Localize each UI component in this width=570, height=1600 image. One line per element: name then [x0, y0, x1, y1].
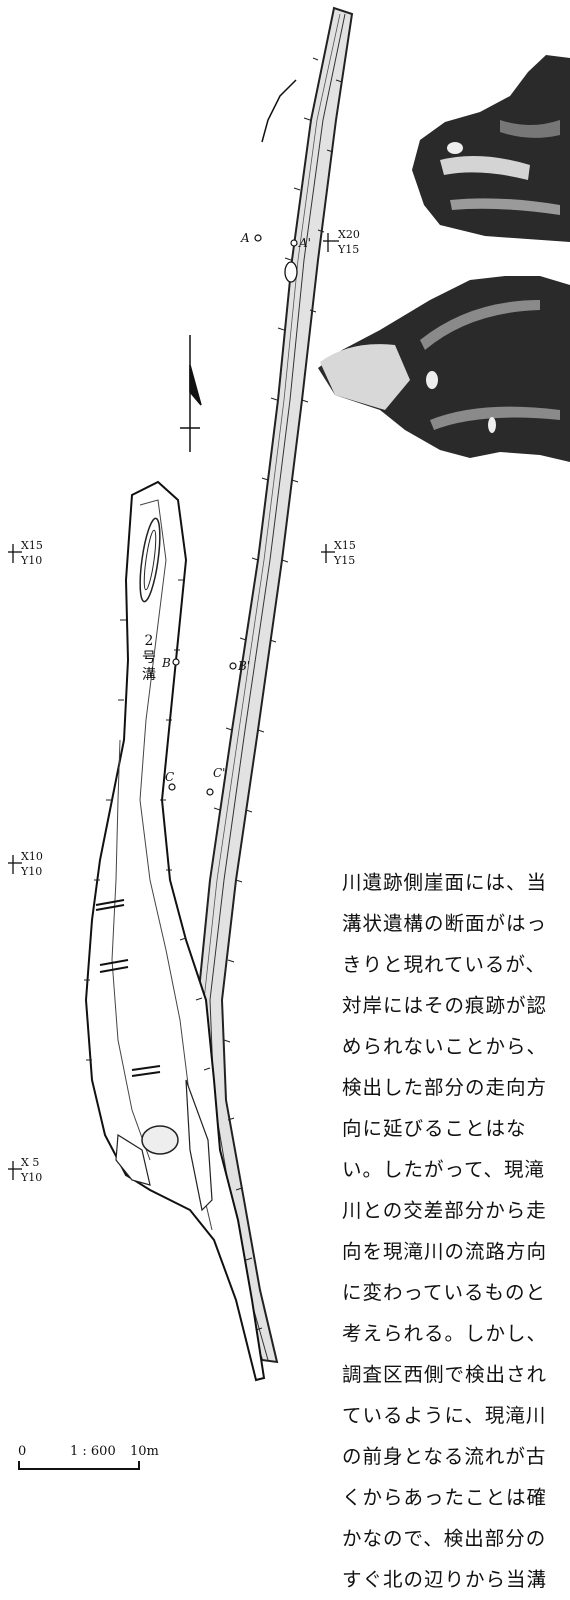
- grid-marker-2-x: X15: [21, 539, 43, 552]
- feature-pit-2: [143, 529, 157, 591]
- excavation-photo-2: [318, 276, 570, 462]
- body-text-line: きりと現れているが、: [342, 953, 547, 976]
- grid-marker-4-x: X10: [21, 850, 43, 863]
- body-text-line: かなので、検出部分の: [342, 1527, 547, 1550]
- feature-pit-3: [141, 1125, 179, 1155]
- grid-marker-5: X 5 Y10: [8, 1156, 42, 1184]
- feature-pit-4: [115, 1133, 151, 1186]
- body-text-line: くからあったことは確: [342, 1486, 548, 1509]
- body-text-line: められないことから、: [342, 1035, 548, 1058]
- grid-marker-3-x: X15: [334, 539, 356, 552]
- section-label-c-prime: C': [213, 766, 225, 780]
- scale-tick-end: [138, 1461, 140, 1470]
- section-label-b-prime: B': [237, 659, 250, 673]
- feature-small-pit: [284, 261, 298, 283]
- body-text-line: 検出した部分の走向方: [342, 1076, 548, 1099]
- ditch-2-inner-line-2: [111, 739, 151, 1161]
- body-text-line: に変わっているものと: [342, 1281, 547, 1304]
- body-text-line: の前身となる流れが古: [342, 1445, 547, 1468]
- section-points: [168, 234, 298, 796]
- ditch-1-inner-line-2: [203, 13, 341, 1001]
- ditch-1-hachures: [213, 57, 343, 1331]
- scale-ratio: 1 : 600: [70, 1444, 116, 1459]
- scale-end: 10m: [130, 1444, 159, 1459]
- body-text-line: 考えられる。しかし、: [342, 1322, 548, 1345]
- grid-marker-1: X20 Y15: [323, 228, 360, 256]
- grid-marker-1-y: Y15: [337, 243, 359, 256]
- grid-marker-3-y: Y15: [333, 554, 355, 567]
- grid-marker-3: X15 Y15: [321, 539, 356, 567]
- body-text-line: 川との交差部分から走: [342, 1199, 547, 1222]
- river-bank-line: [261, 79, 297, 143]
- section-label-a: A: [240, 231, 250, 245]
- grid-marker-2-y: Y10: [20, 554, 42, 567]
- ditch-2-hachures: [84, 579, 211, 1071]
- section-point-labels: A A' B B' C C': [161, 231, 311, 784]
- section-label-a-prime: A': [298, 236, 311, 250]
- grid-marker-4-y: Y10: [20, 865, 42, 878]
- excavation-plan-map: A A' B B' C C' X20 Y15 X15 Y10 X15 Y15 X…: [8, 6, 570, 1382]
- body-text-line: 対岸にはその痕跡が認: [342, 994, 548, 1017]
- body-text-line: 調査区西側で検出され: [342, 1363, 548, 1386]
- body-text: 川遺跡側崖面には、当溝状遺構の断面がはっきりと現れているが、対岸にはその痕跡が認…: [342, 862, 567, 1600]
- grid-marker-5-x: X 5: [21, 1156, 39, 1169]
- grid-marker-4: X10 Y10: [8, 850, 43, 878]
- feature-channel-5: [185, 1079, 213, 1212]
- scale-zero: 0: [18, 1444, 27, 1459]
- body-text-line: 向に延びることはな: [342, 1117, 527, 1140]
- scale-tick-start: [18, 1461, 20, 1470]
- scale-bar-line: [18, 1468, 140, 1470]
- grid-marker-1-x: X20: [338, 228, 360, 241]
- grid-marker-5-y: Y10: [20, 1171, 42, 1184]
- body-text-line: い。したがって、現滝: [342, 1158, 546, 1181]
- cross-bars: [95, 899, 161, 1077]
- body-text-line: 川遺跡側崖面には、当: [342, 871, 548, 894]
- ditch-2-outline: [84, 480, 266, 1382]
- body-text-line: ているように、現滝川: [342, 1404, 547, 1427]
- body-text-line: 向を現滝川の流路方向: [342, 1240, 548, 1263]
- north-arrow-icon: [180, 335, 202, 452]
- body-text-line: 溝状遺構の断面がはっ: [342, 912, 548, 935]
- grid-marker-2: X15 Y10: [8, 539, 43, 567]
- excavation-photo-1: [412, 55, 570, 242]
- section-label-c: C: [165, 770, 174, 784]
- body-text-line: すぐ北の辺りから当溝: [342, 1568, 548, 1591]
- scale-bar: 0 1 : 600 10m: [16, 1440, 176, 1490]
- section-label-b: B: [161, 656, 171, 670]
